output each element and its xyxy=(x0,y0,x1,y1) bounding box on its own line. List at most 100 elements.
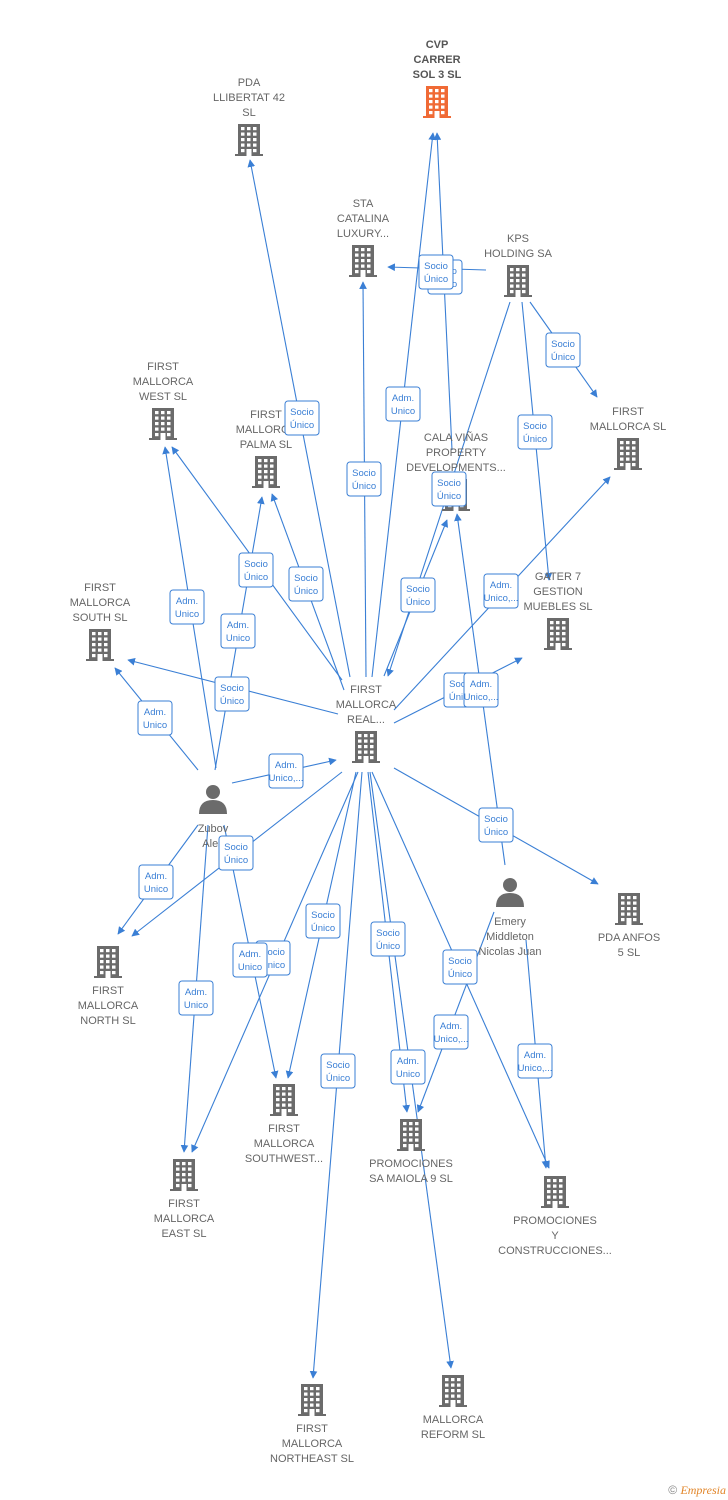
node-label: SOUTHWEST... xyxy=(245,1153,323,1165)
edge-label-text: Adm. xyxy=(440,1021,462,1032)
edge-label-text: Único xyxy=(244,572,268,583)
node-fmnorth[interactable]: FIRST MALLORCA NORTH SL xyxy=(78,946,139,1027)
edge-label-text: Adm. xyxy=(176,596,198,607)
edge-label-text: Unico,... xyxy=(464,692,499,703)
edge-label-text: Único xyxy=(523,434,547,445)
edge-label-text: Socio xyxy=(406,584,430,595)
edge-label-text: Adm. xyxy=(490,580,512,591)
edge-label-zubov-to-fmpalma[interactable]: Adm.Unico xyxy=(220,613,256,649)
building-icon xyxy=(170,1159,198,1191)
node-label: EAST SL xyxy=(161,1228,206,1240)
node-label: SA MAIOLA 9 SL xyxy=(369,1173,453,1185)
node-label: Middleton xyxy=(486,931,534,943)
footer-brand[interactable]: © Empresia xyxy=(668,1483,726,1498)
edge-label-emery-to-promoy[interactable]: Adm.Unico,... xyxy=(517,1043,553,1079)
node-fmreal[interactable]: FIRSTMALLORCAREAL... xyxy=(336,684,397,763)
edge-label-text: Socio xyxy=(352,468,376,479)
building-icon xyxy=(149,408,177,440)
node-label: MALLORCA xyxy=(78,1000,139,1012)
edge-label-zubov-to-fmreal[interactable]: Adm.Unico,... xyxy=(268,753,304,789)
edge-label-text: Adm. xyxy=(145,871,167,882)
edge-label-text: Unico xyxy=(144,884,168,895)
node-label: GATER 7 xyxy=(535,571,581,583)
edge-label-fmreal-to-cvp[interactable]: Adm.Unico xyxy=(385,386,421,422)
node-label: PDA xyxy=(238,77,261,89)
edge-label-text: Socio xyxy=(290,407,314,418)
edge-label-emery-to-cala[interactable]: Adm.Unico,... xyxy=(463,672,499,708)
edge-label-text: Unico xyxy=(175,609,199,620)
edge-label-fmreal-to-reform[interactable]: Adm.Unico xyxy=(390,1049,426,1085)
edge-label-fmreal-to-fmsl[interactable]: Adm. Unico,... xyxy=(483,573,519,609)
building-icon xyxy=(397,1119,425,1151)
edge-label-text: Socio xyxy=(294,573,318,584)
edge-labels-layer: SocioÚnicoAdm.UnicoSocioÚnicoSocioÚnicoS… xyxy=(137,254,581,1089)
node-label: CARRER xyxy=(413,54,460,66)
edge-label-text: Adm. xyxy=(275,760,297,771)
node-label: GESTION xyxy=(533,586,583,598)
edge-label-fmreal-to-fmeast[interactable]: Adm.Unico xyxy=(232,942,268,978)
edge-label-zubov-to-fmsouth[interactable]: Adm.Unico xyxy=(137,700,173,736)
edge-label-text: Único xyxy=(449,692,473,703)
building-icon xyxy=(614,438,642,470)
node-label: REFORM SL xyxy=(421,1429,485,1441)
node-label: NORTH SL xyxy=(80,1015,135,1027)
edge-label-text: Unico,... xyxy=(484,593,519,604)
edge-label-text: Único xyxy=(294,586,318,597)
node-label: MALLORCA xyxy=(236,424,297,436)
node-label: 5 SL xyxy=(618,947,641,959)
node-sta[interactable]: STACATALINALUXURY... xyxy=(337,198,390,277)
edge-label-zubov-to-fmnorth[interactable]: Adm. Unico xyxy=(138,864,174,900)
edge-label-text: Único xyxy=(326,1073,350,1084)
edge-label-text: Socio xyxy=(244,559,268,570)
node-label: FIRST xyxy=(612,406,644,418)
node-label: MALLORCA xyxy=(254,1138,315,1150)
building-icon xyxy=(86,629,114,661)
edge-label-text: Adm. xyxy=(227,620,249,631)
node-label: LLIBERTAT 42 xyxy=(213,92,285,104)
edge-label-text: Socio xyxy=(224,842,248,853)
edge-label-emery-to-promo9[interactable]: Adm.Unico,... xyxy=(433,1014,469,1050)
edge-label-text: Unico xyxy=(396,1069,420,1080)
node-label: FIRST xyxy=(92,985,124,997)
edge-label-zubov-to-fmeast[interactable]: Adm.Unico xyxy=(178,980,214,1016)
node-promoy[interactable]: PROMOCIONESYCONSTRUCCIONES... xyxy=(498,1176,612,1257)
node-fmsouthwest[interactable]: FIRST MALLORCA SOUTHWEST... xyxy=(245,1084,323,1165)
copyright-symbol: © xyxy=(668,1483,678,1497)
edge-label-text: Socio xyxy=(523,421,547,432)
node-label: DEVELOPMENTS... xyxy=(406,462,506,474)
node-label: NORTHEAST SL xyxy=(270,1453,354,1465)
node-label: FIRST xyxy=(268,1123,300,1135)
edge-label-zubov-to-fmwest[interactable]: Adm. Unico xyxy=(169,589,205,625)
